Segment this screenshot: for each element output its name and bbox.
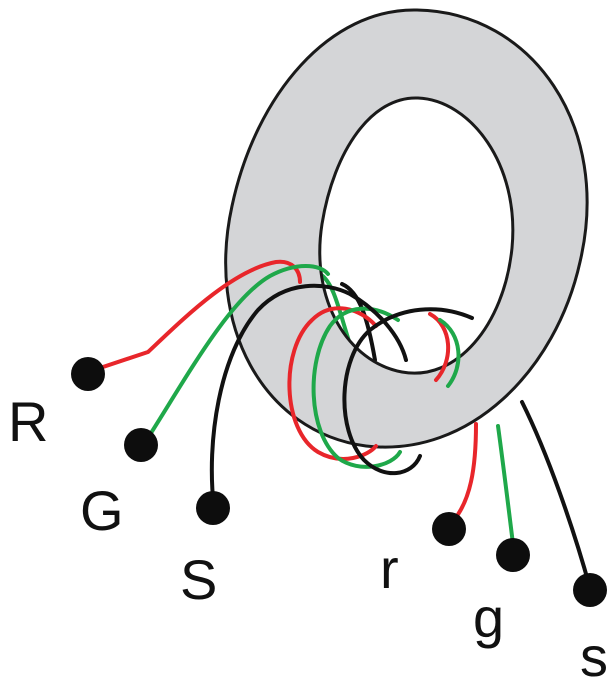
terminal-g	[496, 538, 530, 572]
label-g: g	[473, 586, 504, 649]
terminal-S	[196, 491, 230, 525]
terminal-s	[573, 573, 607, 607]
terminals	[71, 357, 607, 607]
terminal-R	[71, 357, 105, 391]
label-S: S	[180, 548, 217, 611]
terminal-G	[124, 428, 158, 462]
label-R: R	[8, 390, 48, 453]
terminal-r	[432, 512, 466, 546]
terminal-labels: R G S r g s	[8, 390, 608, 683]
label-s: s	[580, 625, 608, 683]
toroid-core	[224, 8, 589, 449]
label-G: G	[80, 479, 124, 542]
black-wire	[209, 283, 592, 590]
label-r: r	[380, 537, 399, 600]
